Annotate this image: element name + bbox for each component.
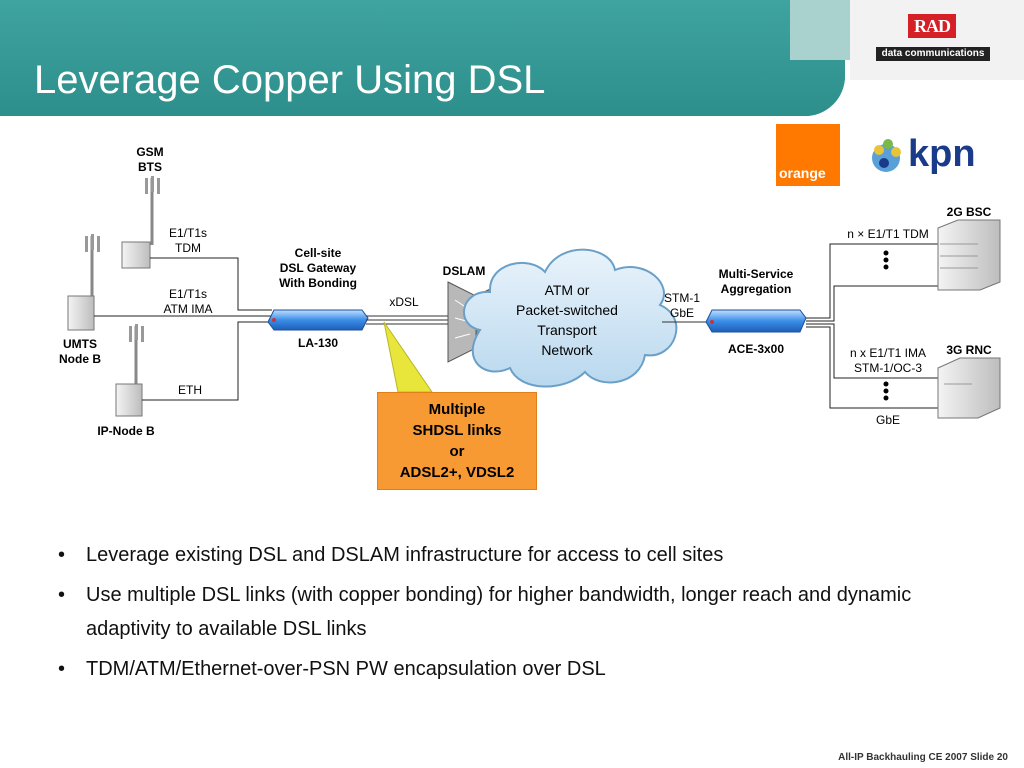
ace-label: ACE-3x00 [727, 342, 785, 356]
link-eth-label: ETH [178, 383, 202, 397]
n-e1-tdm-label: n × E1/T1 TDM [847, 227, 929, 241]
dslam-label: DSLAM [442, 264, 486, 278]
bsc-server-icon [937, 219, 1001, 291]
title-banner [0, 0, 845, 116]
bullet-item: TDM/ATM/Ethernet-over-PSN PW encapsulati… [58, 652, 958, 686]
decor-square [790, 0, 850, 60]
slide-title: Leverage Copper Using DSL [34, 58, 546, 102]
gbe-label: GbE [875, 413, 900, 427]
la130-label: LA-130 [297, 336, 338, 350]
xdsl-label: xDSL [389, 295, 419, 309]
dsl-links-callout: Multiple SHDSL links or ADSL2+, VDSL2 [377, 392, 537, 490]
ip-node-b-label: IP-Node B [97, 424, 155, 438]
slide-footer: All-IP Backhauling CE 2007 Slide 20 [838, 752, 1008, 763]
ace-device-icon [705, 309, 807, 333]
rad-logo: RAD [908, 14, 956, 38]
ip-node-antenna-icon [115, 324, 144, 417]
bullet-item: Use multiple DSL links (with copper bond… [58, 578, 958, 646]
kpn-crown-icon [872, 139, 901, 172]
umts-antenna-icon [67, 234, 100, 331]
la130-device-icon [267, 309, 369, 331]
logo-panel [850, 0, 1024, 80]
orange-logo: orange [776, 124, 840, 186]
bullet-list: Leverage existing DSL and DSLAM infrastr… [58, 538, 958, 692]
gsm-antenna-icon [121, 176, 160, 269]
network-diagram [67, 176, 1001, 419]
rnc-3g-label: 3G RNC [946, 343, 992, 357]
bullet-item: Leverage existing DSL and DSLAM infrastr… [58, 538, 958, 572]
kpn-logo: kpn [908, 133, 976, 175]
rad-logo-subtitle: data communications [876, 47, 990, 61]
cloud-network-icon [463, 248, 678, 388]
rnc-server-icon [937, 357, 1001, 419]
bsc-2g-label: 2G BSC [946, 205, 992, 219]
